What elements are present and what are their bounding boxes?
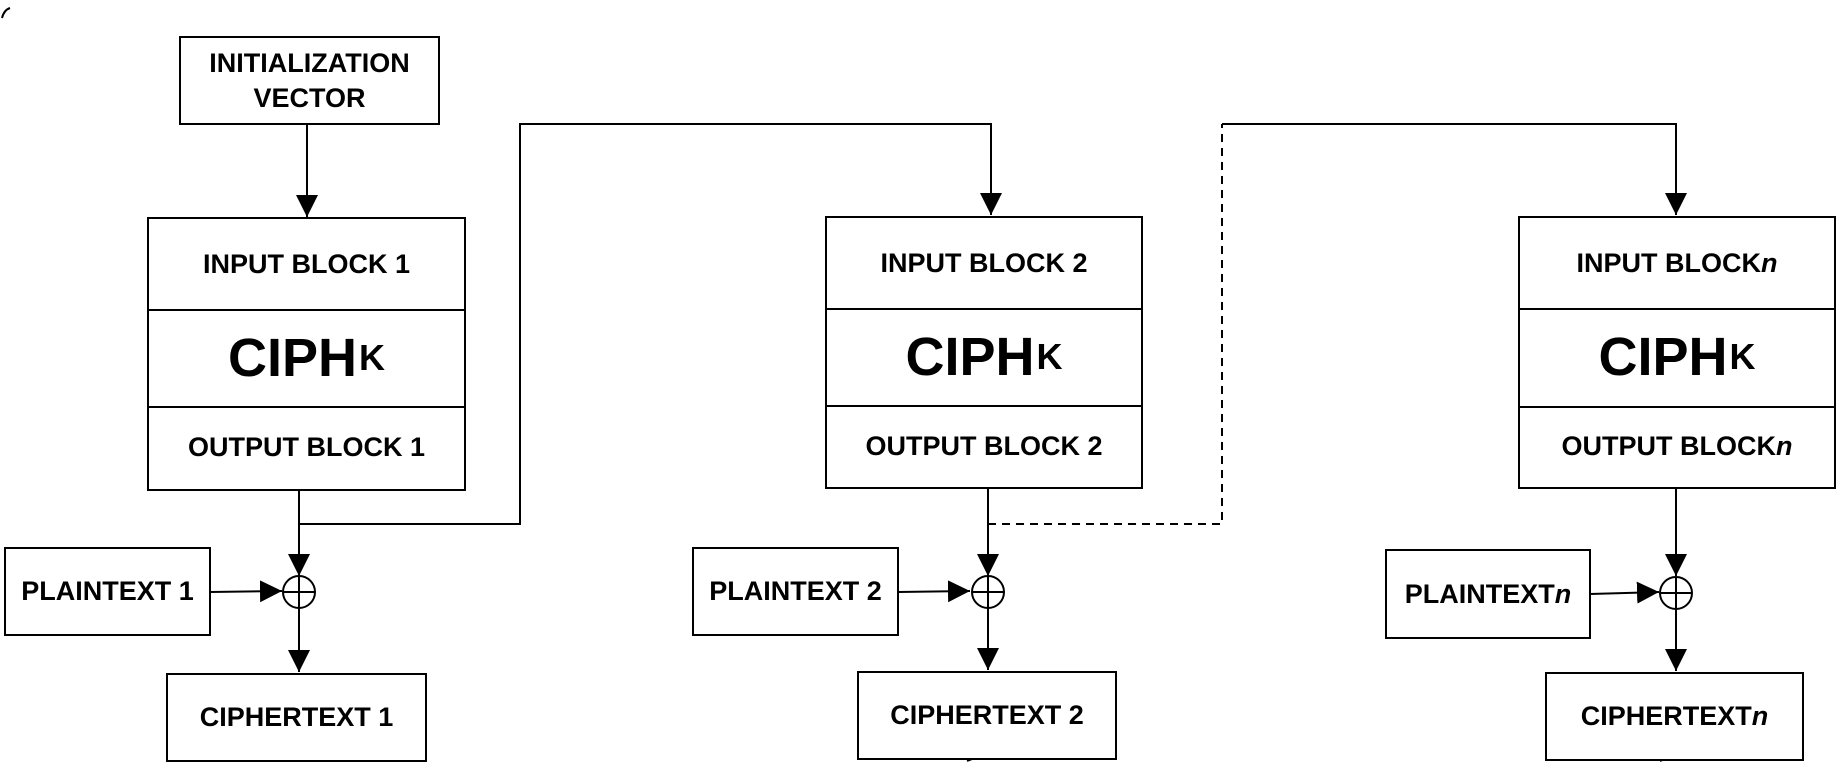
arrow-plaintext-n-to-xor-n (1589, 581, 1660, 604)
corner-mark (1, 7, 11, 19)
plaintext-2-box: PLAINTEXT 2 (692, 547, 899, 636)
arrow-plaintext-1-to-xor-1 (209, 580, 283, 603)
feedback-line-1 (299, 123, 1002, 525)
initialization-vector-box: INITIALIZATION VECTOR (179, 36, 440, 125)
ciphertext-n-box: CIPHERTEXT ​n (1545, 672, 1804, 761)
feedback-line-2-top (1222, 123, 1687, 215)
output-block-2: OUTPUT BLOCK 2 (865, 430, 1103, 461)
ciphertext-2-box: CIPHERTEXT 2 (857, 671, 1117, 760)
output-block-n: OUTPUT BLOCK ​n (1561, 431, 1793, 461)
output-block-1: OUTPUT BLOCK 1 (187, 432, 425, 462)
ciphertext-1-box: CIPHERTEXT 1 (166, 673, 427, 762)
arrow-plaintext-2-to-xor-2 (897, 580, 971, 603)
input-block-n: INPUT BLOCK ​n (1576, 247, 1778, 278)
plaintext-n-box: PLAINTEXT ​n (1385, 549, 1591, 639)
input-block-1: INPUT BLOCK 1 (202, 248, 410, 279)
iv-label-line-2: VECTOR (253, 82, 366, 113)
iv-label-line-1: INITIALIZATION (209, 47, 410, 78)
plaintext-1-box: PLAINTEXT 1 (4, 547, 211, 636)
feedback-line-2 (988, 124, 1223, 525)
input-block-2: INPUT BLOCK 2 (880, 247, 1088, 278)
